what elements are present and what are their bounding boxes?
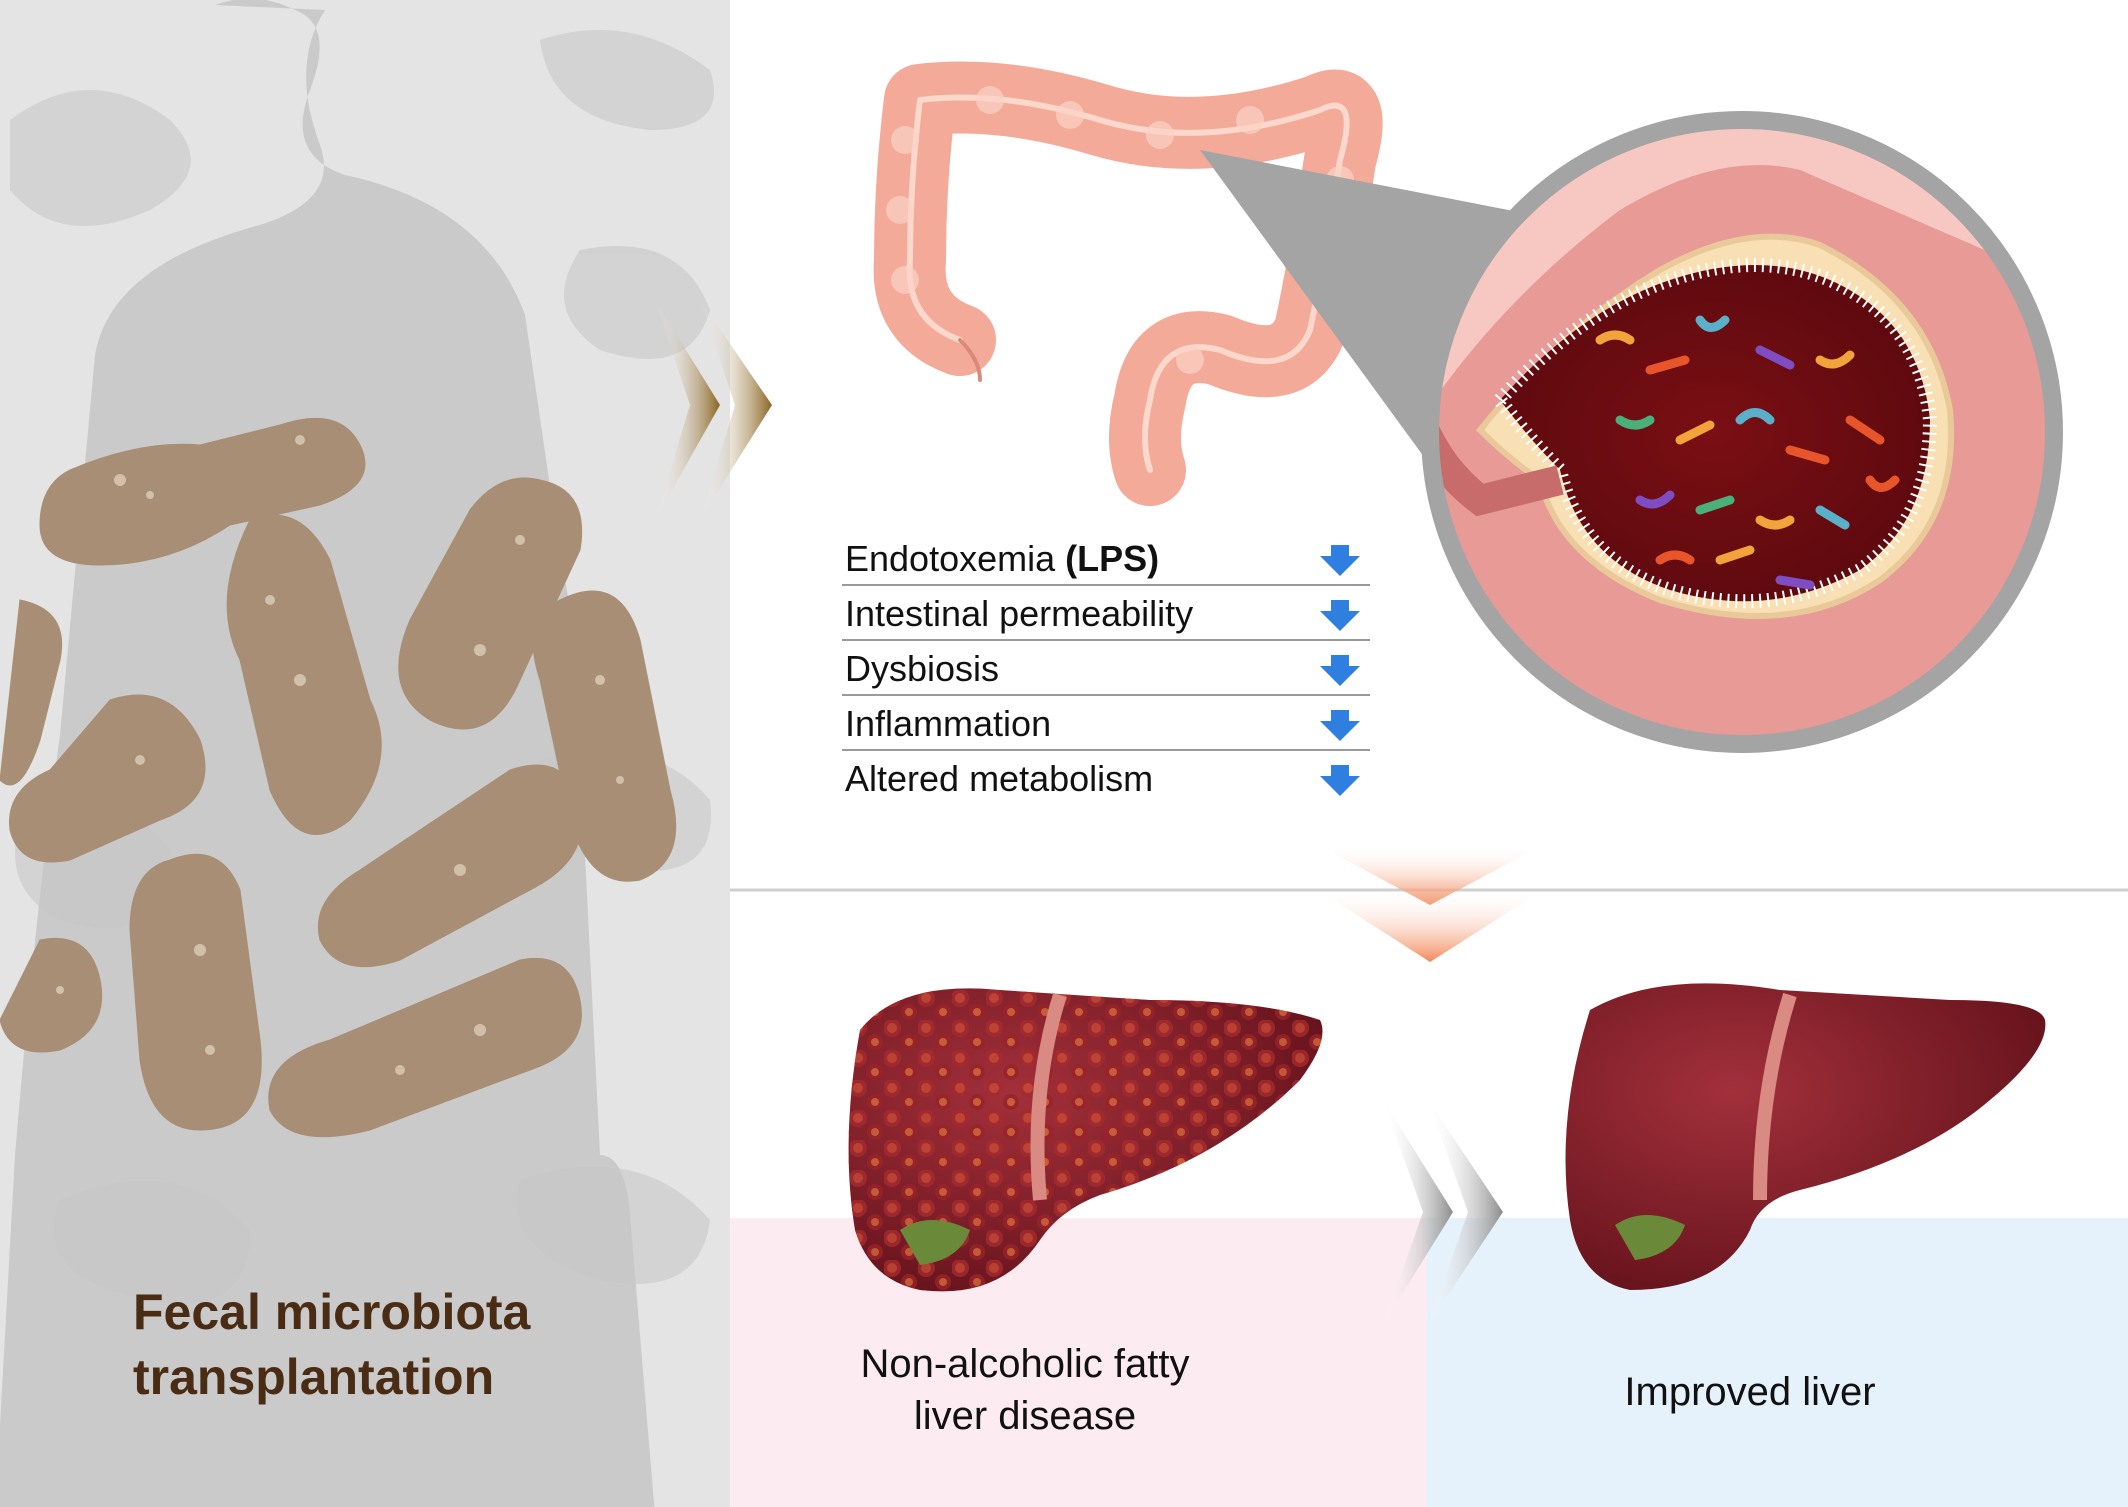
diseased-caption-line1: Non-alcoholic fatty xyxy=(860,1342,1190,1386)
gut-microbes xyxy=(1595,315,1900,590)
effects-list-arrows xyxy=(1320,545,1360,796)
down-arrow-icon-4 xyxy=(1320,710,1360,741)
bacterium-9 xyxy=(0,937,103,1053)
effect-dysbiosis: Dysbiosis xyxy=(845,648,1000,689)
effect-endotoxemia: Endotoxemia (LPS) xyxy=(845,538,1159,580)
bacterium-7 xyxy=(317,764,582,968)
bacterium-10 xyxy=(268,957,582,1138)
effect-inflammation: Inflammation xyxy=(845,703,1052,744)
fatty-liver-illustration xyxy=(848,988,1323,1292)
transition-chevron-gold xyxy=(655,300,772,520)
diseased-panel-bg xyxy=(730,1218,1427,1507)
improved-panel-bg xyxy=(1427,1218,2128,1507)
effect-altered-metabolism: Altered metabolism xyxy=(845,758,1154,799)
bacteria-group xyxy=(0,417,677,1138)
fmt-title-line2: transplantation xyxy=(133,1349,495,1405)
effects-list-dividers xyxy=(842,584,1370,751)
bacterium-6 xyxy=(9,694,206,863)
fmt-title: Fecal microbiota transplantation xyxy=(133,1280,530,1410)
effect-intestinal-permeability: Intestinal permeability xyxy=(845,593,1194,634)
transition-chevron-gray xyxy=(1383,1100,1503,1325)
bacterium-2 xyxy=(226,514,382,835)
diseased-liver-caption: Non-alcoholic fatty liver disease xyxy=(790,1338,1260,1442)
bacterium-8 xyxy=(129,853,262,1131)
down-arrow-icon-2 xyxy=(1320,600,1360,631)
bacterium-1 xyxy=(39,417,366,566)
healthy-liver-illustration xyxy=(1565,983,2046,1290)
effect-endotoxemia-lps: (LPS) xyxy=(1065,538,1160,579)
intestinal-lumen xyxy=(1490,258,1938,609)
diseased-caption-line2: liver disease xyxy=(913,1394,1137,1438)
magnified-intestine xyxy=(1421,111,2063,753)
transition-chevron-orange xyxy=(1318,845,1543,962)
improved-liver-caption: Improved liver xyxy=(1624,1370,1876,1414)
bacterium-5 xyxy=(0,599,63,786)
bacterium-3 xyxy=(398,477,583,730)
down-arrow-icon-5 xyxy=(1320,765,1360,796)
effect-endotoxemia-label: Endotoxemia xyxy=(845,538,1066,579)
down-arrow-icon-1 xyxy=(1320,545,1360,576)
fmt-title-line1: Fecal microbiota xyxy=(133,1284,531,1340)
colon-illustration xyxy=(873,61,1383,506)
down-arrow-icon-3 xyxy=(1320,655,1360,686)
bacteria-speckles xyxy=(56,435,624,1075)
